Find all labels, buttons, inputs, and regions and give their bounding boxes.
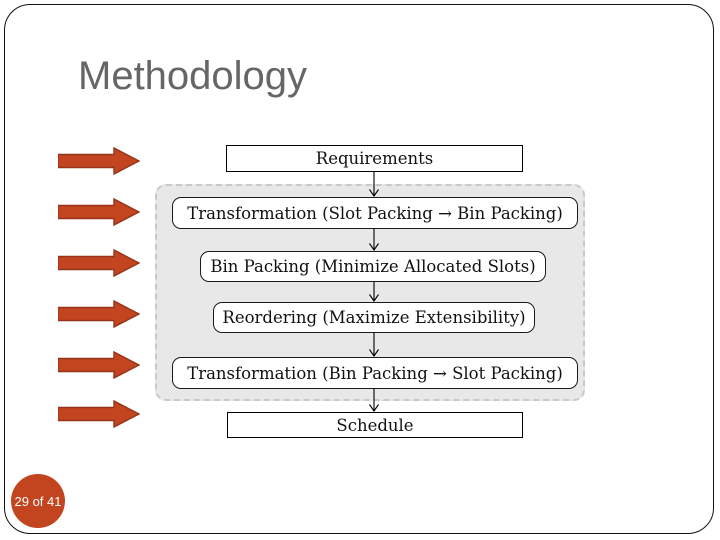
- right-block-arrow-shape: [58, 147, 140, 175]
- flow-node-transformation-bin-to-slot: Transformation (Bin Packing → Slot Packi…: [172, 357, 578, 389]
- page-number-label: 29 of 41: [14, 493, 62, 509]
- right-block-arrow-shape: [58, 198, 140, 226]
- down-arrow-icon: [369, 172, 379, 197]
- right-block-arrow-icon: [58, 198, 140, 226]
- right-block-arrow-shape: [58, 249, 140, 277]
- flow-node-bin-packing: Bin Packing (Minimize Allocated Slots): [200, 251, 546, 282]
- page-number-badge: 29 of 41: [11, 474, 65, 528]
- down-arrow-icon: [369, 389, 379, 412]
- slide-frame-border: [4, 4, 714, 534]
- flow-node-reordering: Reordering (Maximize Extensibility): [213, 302, 535, 333]
- right-block-arrow-shape: [58, 300, 140, 328]
- right-block-arrow-icon: [58, 147, 140, 175]
- flow-node-transformation-slot-to-bin: Transformation (Slot Packing → Bin Packi…: [172, 197, 578, 229]
- down-arrow-icon: [369, 229, 379, 251]
- down-arrow-icon: [369, 282, 379, 302]
- flow-node-requirements: Requirements: [226, 145, 523, 172]
- right-block-arrow-icon: [58, 351, 140, 379]
- right-block-arrow-shape: [58, 351, 140, 379]
- page-title: Methodology: [78, 54, 308, 98]
- right-block-arrow-icon: [58, 400, 140, 428]
- right-block-arrow-icon: [58, 300, 140, 328]
- right-block-arrow-icon: [58, 249, 140, 277]
- down-arrow-icon: [369, 333, 379, 357]
- right-block-arrow-shape: [58, 400, 140, 428]
- flow-node-schedule: Schedule: [227, 412, 523, 438]
